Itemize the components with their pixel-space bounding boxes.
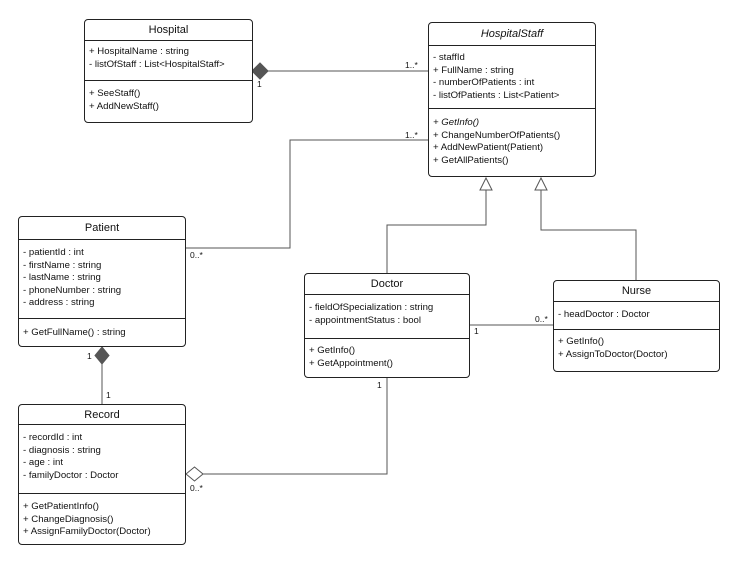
class-hospital-name: Hospital (85, 20, 252, 41)
attribute: - staffId (433, 52, 465, 63)
aggregation-record-doctor-line (203, 378, 388, 475)
mult-patient-composition-1: 1 (87, 351, 92, 361)
generalization-nurse-line (540, 190, 637, 280)
mult-patient-0-many: 0..* (190, 250, 203, 260)
attribute: - familyDoctor : Doctor (23, 469, 119, 481)
attribute: - diagnosis : string (23, 444, 101, 456)
attribute: - headDoctor : Doctor (558, 309, 650, 320)
method: + GetPatientInfo() (23, 501, 99, 512)
aggregation-record-diamond (185, 466, 204, 482)
method: + AddNewPatient(Patient) (433, 142, 544, 154)
class-hospital-staff-methods: + GetInfo() + ChangeNumberOfPatients() +… (429, 109, 595, 169)
method: + GetFullName() : string (23, 327, 126, 338)
class-hospital-staff[interactable]: HospitalStaff - staffId + FullName : str… (428, 22, 596, 177)
attribute: - appointmentStatus : bool (309, 314, 421, 326)
attribute: - age : int (23, 457, 63, 469)
class-hospital-staff-name: HospitalStaff (429, 23, 595, 46)
composition-hospital-diamond (251, 62, 269, 80)
class-doctor[interactable]: Doctor - fieldOfSpecialization : string … (304, 273, 470, 378)
attribute: - numberOfPatients : int (433, 77, 535, 89)
method: + AssignToDoctor(Doctor) (558, 348, 668, 360)
attribute: - listOfStaff : List<HospitalStaff> (89, 58, 225, 70)
attribute: - listOfPatients : List<Patient> (433, 89, 560, 101)
mult-record-0-many: 0..* (190, 483, 203, 493)
attribute: - firstName : string (23, 259, 102, 271)
class-doctor-name: Doctor (305, 274, 469, 295)
method: + GetAllPatients() (433, 154, 509, 166)
class-nurse-name: Nurse (554, 281, 719, 302)
mult-doctor-aggregation-1: 1 (377, 380, 382, 390)
attribute: - phoneNumber : string (23, 284, 122, 296)
attribute: - fieldOfSpecialization : string (309, 302, 434, 313)
attribute: + HospitalName : string (89, 46, 189, 57)
method: + GetAppointment() (309, 357, 393, 369)
class-patient-name: Patient (19, 217, 185, 240)
mult-doctor-1: 1 (474, 326, 479, 336)
class-patient-attributes: - patientId : int - firstName : string -… (19, 240, 185, 319)
method: + GetInfo() (558, 336, 605, 347)
class-hospital[interactable]: Hospital + HospitalName : string - listO… (84, 19, 253, 123)
mult-hospital-1: 1 (257, 79, 262, 89)
class-nurse-attributes: - headDoctor : Doctor (554, 302, 719, 330)
class-hospital-methods: + SeeStaff() + AddNewStaff() (85, 81, 252, 115)
method: + AddNewStaff() (89, 100, 159, 112)
composition-patient-diamond (94, 346, 110, 365)
abstract-method: + GetInfo() (433, 117, 480, 128)
method: + GetInfo() (309, 345, 356, 356)
attribute: - lastName : string (23, 272, 101, 284)
class-hospital-attributes: + HospitalName : string - listOfStaff : … (85, 41, 252, 81)
generalization-doctor-line (386, 190, 487, 273)
class-patient-methods: + GetFullName() : string (19, 319, 185, 342)
class-record-methods: + GetPatientInfo() + ChangeDiagnosis() +… (19, 494, 185, 541)
attribute: + FullName : string (433, 64, 514, 76)
attribute: - address : string (23, 297, 95, 309)
method: + ChangeDiagnosis() (23, 513, 114, 525)
mult-nurse-0-many: 0..* (535, 314, 548, 324)
mult-staff-assoc-1-many: 1..* (405, 130, 418, 140)
class-doctor-methods: + GetInfo() + GetAppointment() (305, 339, 469, 372)
method: + SeeStaff() (89, 88, 141, 99)
generalization-nurse-arrow (534, 176, 548, 191)
association-patient-staff-line (186, 139, 428, 249)
attribute: - recordId : int (23, 432, 83, 443)
attribute: - patientId : int (23, 247, 84, 258)
class-record-attributes: - recordId : int - diagnosis : string - … (19, 425, 185, 494)
generalization-doctor-arrow (479, 176, 493, 191)
class-record[interactable]: Record - recordId : int - diagnosis : st… (18, 404, 186, 545)
class-patient[interactable]: Patient - patientId : int - firstName : … (18, 216, 186, 347)
class-nurse-methods: + GetInfo() + AssignToDoctor(Doctor) (554, 330, 719, 363)
method: + AssignFamilyDoctor(Doctor) (23, 526, 151, 538)
mult-staff-1-many: 1..* (405, 60, 418, 70)
method: + ChangeNumberOfPatients() (433, 129, 561, 141)
class-record-name: Record (19, 405, 185, 425)
class-hospital-staff-attributes: - staffId + FullName : string - numberOf… (429, 46, 595, 109)
mult-record-1: 1 (106, 390, 111, 400)
class-nurse[interactable]: Nurse - headDoctor : Doctor + GetInfo() … (553, 280, 720, 372)
class-doctor-attributes: - fieldOfSpecialization : string - appoi… (305, 295, 469, 339)
